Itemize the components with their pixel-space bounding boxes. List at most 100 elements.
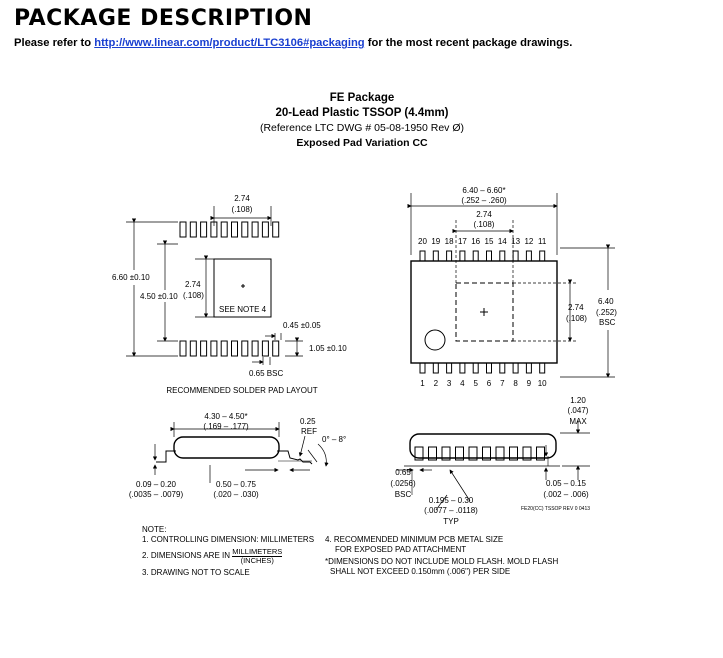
left-lead	[156, 450, 176, 463]
solder-pad	[272, 221, 280, 238]
package-name: FE Package	[329, 92, 395, 104]
lead-angle: 0° – 8°	[322, 435, 346, 444]
note-2-top: MILLIMETERS	[232, 547, 283, 557]
side-lead	[441, 446, 451, 461]
lead-thickness-mm: 0.09 – 0.20	[136, 480, 177, 489]
lead-length-dim: 1.05 ±0.10	[309, 344, 347, 353]
pin-number: 18	[445, 237, 454, 246]
side-lead	[414, 446, 424, 461]
pad-layout-caption: RECOMMENDED SOLDER PAD LAYOUT	[166, 386, 317, 395]
solder-pad	[251, 340, 259, 357]
pin-number: 16	[471, 237, 480, 246]
top-length-in: (.252 – .260)	[461, 196, 507, 205]
foot-length-in: (.020 – .030)	[213, 490, 259, 499]
package-pin	[446, 362, 453, 374]
pin-number: 8	[513, 379, 518, 388]
package-pin	[539, 362, 546, 374]
pin-number: 9	[527, 379, 532, 388]
pin-number: 15	[485, 237, 494, 246]
lead-width-dim: 0.45 ±0.05	[283, 321, 321, 330]
solder-pad	[241, 221, 249, 238]
solder-pad	[220, 340, 228, 357]
package-pin	[499, 362, 506, 374]
package-variation: Exposed Pad Variation CC	[296, 137, 428, 149]
end-view-body	[173, 436, 280, 459]
solder-pad	[189, 221, 197, 238]
pad-height-mm: 2.74	[185, 280, 201, 289]
side-lead-width-mm: 0.195 – 0.30	[429, 496, 474, 505]
pin-number: 4	[460, 379, 465, 388]
pad-row-span-dim: 4.50 ±0.10	[140, 292, 178, 301]
package-type: 20-Lead Plastic TSSOP (4.4mm)	[275, 107, 449, 119]
total-height-dim: 6.60 ±0.10	[112, 273, 150, 282]
solder-pad	[261, 340, 269, 357]
package-pin	[432, 362, 439, 374]
note-2-fraction: MILLIMETERS (INCHES)	[232, 547, 283, 564]
package-pin	[472, 250, 479, 262]
page-title: PACKAGE DESCRIPTION	[14, 6, 313, 31]
notes-left: NOTE: 1. CONTROLLING DIMENSION: MILLIMET…	[142, 525, 314, 578]
pin-number: 6	[487, 379, 492, 388]
pitch-dim: 0.65 BSC	[249, 369, 283, 378]
package-pin	[459, 250, 466, 262]
solder-pad	[179, 340, 187, 357]
side-lead	[509, 446, 518, 461]
note-4a: 4. RECOMMENDED MINIMUM PCB METAL SIZE	[325, 535, 504, 544]
notes-right: 4. RECOMMENDED MINIMUM PCB METAL SIZE FO…	[325, 535, 558, 576]
height-mm: 1.20	[570, 396, 586, 405]
pin-number: 12	[524, 237, 533, 246]
exposed-pad-footprint	[213, 258, 272, 318]
body-width-bsc: BSC	[599, 318, 616, 327]
side-pitch-bsc: BSC	[395, 490, 412, 499]
package-pin	[472, 362, 479, 374]
side-lead	[482, 446, 491, 461]
pin-number: 13	[511, 237, 520, 246]
solder-pad	[231, 221, 238, 238]
pin-number: 2	[434, 379, 439, 388]
package-pin	[499, 250, 506, 262]
solder-pad	[241, 340, 249, 357]
solder-pad	[200, 221, 208, 238]
package-pin	[419, 362, 426, 374]
package-body	[410, 260, 558, 364]
side-leads	[414, 446, 545, 461]
end-width-mm: 4.30 – 4.50*	[204, 412, 247, 421]
pin-number: 17	[458, 237, 467, 246]
note-5a: *DIMENSIONS DO NOT INCLUDE MOLD FLASH. M…	[325, 557, 559, 567]
pin-number: 10	[538, 379, 547, 388]
note-1: 1. CONTROLLING DIMENSION: MILLIMETERS	[142, 534, 315, 544]
package-pin	[539, 250, 546, 262]
end-view	[152, 422, 329, 483]
side-lead	[455, 446, 464, 461]
package-drawings-link[interactable]: http://www.linear.com/product/LTC3106#pa…	[94, 37, 365, 49]
note-2: 2. DIMENSIONS ARE IN MILLIMETERS (INCHES…	[142, 548, 314, 564]
side-lead	[468, 446, 478, 461]
package-pin	[525, 250, 532, 262]
pin-number: 11	[538, 237, 547, 246]
pin-number: 5	[473, 379, 478, 388]
solder-pad	[261, 221, 269, 238]
top-view	[407, 193, 615, 378]
pad-width-in: (.108)	[232, 205, 253, 214]
top-pad-mm: 2.74	[476, 210, 492, 219]
solder-pad	[210, 340, 218, 357]
lead-thickness-in: (.0035 – .0079)	[129, 490, 184, 499]
package-reference: (Reference LTC DWG # 05-08-1950 Rev Ø)	[259, 122, 465, 134]
solder-pad	[251, 221, 259, 238]
package-pin	[446, 250, 453, 262]
solder-pad	[220, 221, 228, 238]
pin-number: 19	[431, 237, 440, 246]
pin-number: 3	[447, 379, 452, 388]
side-view	[396, 420, 590, 511]
package-pin	[486, 362, 492, 374]
top-length-mm: 6.40 – 6.60*	[462, 186, 505, 195]
note-3: 3. DRAWING NOT TO SCALE	[142, 568, 250, 578]
side-pitch-in: (.0256)	[390, 479, 416, 488]
package-pin	[432, 250, 439, 262]
side-lead	[428, 446, 437, 461]
side-lead	[495, 446, 505, 461]
height-max: MAX	[569, 417, 587, 426]
top-pad-in: (.108)	[474, 220, 495, 229]
